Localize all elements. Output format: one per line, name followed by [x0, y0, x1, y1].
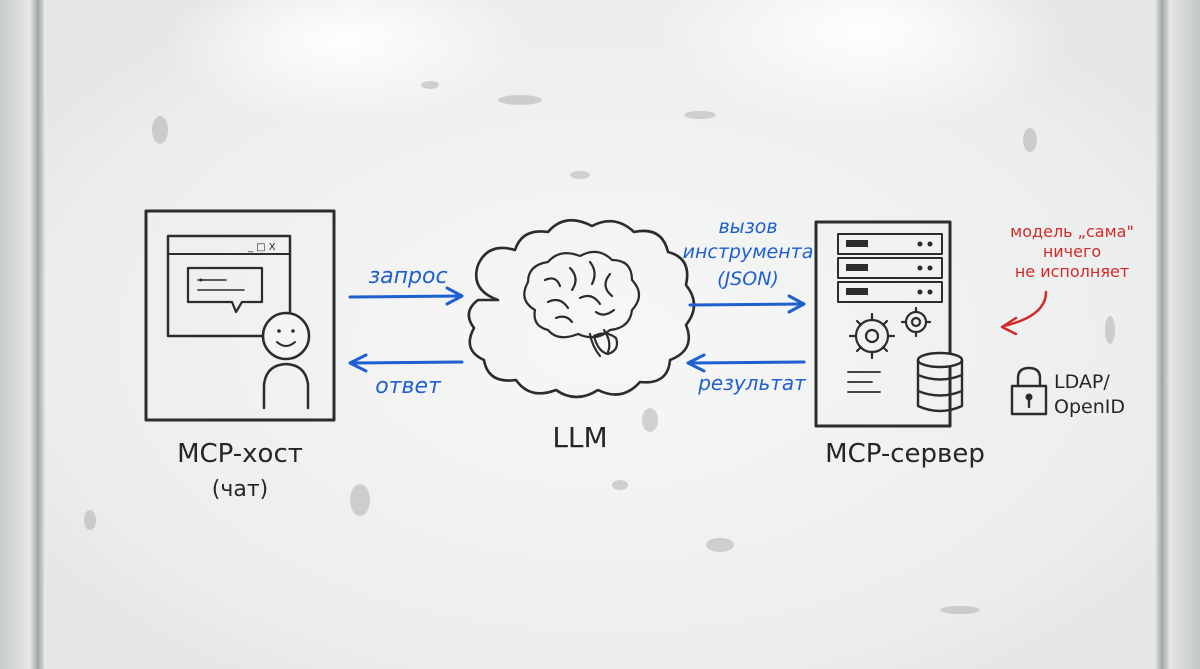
server-rack-icon	[837, 233, 943, 303]
host-subtitle: (чат)	[212, 477, 268, 502]
tool-call-label-2: инструмента	[683, 241, 814, 263]
llm-server-edges: вызов инструмента (JSON) результат	[683, 216, 814, 395]
result-label: результат	[697, 371, 807, 395]
response-label: ответ	[375, 374, 442, 399]
log-lines	[847, 371, 881, 393]
auth-line-1: LDAP/	[1054, 371, 1110, 393]
tool-call-arrow	[688, 302, 804, 307]
note-arrow	[1002, 290, 1048, 328]
host-llm-edges: запрос ответ	[348, 264, 464, 399]
mcp-host-node: _ □ X MCP-хост (чат)	[144, 209, 336, 502]
brain-icon	[523, 250, 641, 358]
model-note-line-1: модель „сама"	[1010, 222, 1134, 241]
mcp-server-node: MCP-сервер	[814, 220, 985, 469]
model-note-line-2: ничего	[1043, 242, 1101, 261]
host-title: MCP-хост	[177, 439, 303, 469]
lock-icon	[1010, 366, 1048, 416]
smudges	[84, 81, 1115, 614]
auth-line-2: OpenID	[1054, 396, 1125, 418]
server-title: MCP-сервер	[825, 439, 985, 469]
result-arrow	[688, 360, 806, 365]
database-icon	[916, 351, 964, 413]
llm-node: LLM	[467, 218, 696, 454]
host-frame	[144, 209, 336, 422]
auth-note: LDAP/ OpenID	[1010, 366, 1125, 418]
request-label: запрос	[368, 264, 447, 289]
model-note: модель „сама" ничего не исполняет	[1000, 222, 1134, 336]
request-arrow	[348, 294, 462, 299]
tool-call-label-1: вызов	[718, 216, 777, 238]
chat-bubble-icon	[186, 266, 264, 314]
cloud-shape	[467, 218, 696, 399]
user-icon	[261, 311, 311, 410]
llm-title: LLM	[552, 421, 607, 454]
tool-call-label-3: (JSON)	[717, 268, 779, 290]
server-frame	[814, 220, 952, 428]
response-arrow	[350, 360, 464, 365]
model-note-line-3: не исполняет	[1015, 262, 1129, 281]
gears-icon	[848, 306, 932, 360]
chat-window	[166, 234, 292, 338]
window-controls: _ □ X	[247, 242, 276, 253]
